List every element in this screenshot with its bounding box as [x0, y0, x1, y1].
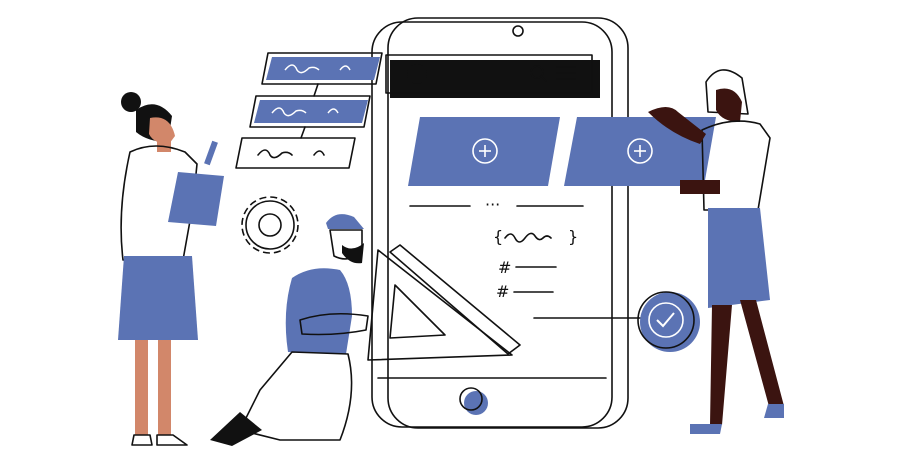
add-card-1[interactable] — [408, 117, 560, 186]
plus-icon — [472, 138, 498, 164]
hash-2: # — [496, 282, 509, 301]
code-brace-close: } — [568, 227, 578, 246]
home-button-icon[interactable] — [459, 387, 488, 415]
check-icon — [637, 291, 700, 352]
avatar-dot — [407, 64, 427, 84]
person-woman-clipboard — [118, 92, 224, 446]
person-man-kneeling — [210, 214, 369, 446]
plus-icon — [627, 138, 653, 164]
code-squiggle — [504, 232, 552, 243]
code-brace-open: { — [493, 227, 503, 246]
phone — [371, 17, 629, 429]
camera-icon — [512, 25, 524, 37]
menu-icon[interactable] — [556, 66, 576, 80]
hash-1: # — [498, 258, 511, 277]
search-icon[interactable] — [530, 65, 547, 82]
gear-icon — [241, 196, 299, 254]
search-bar[interactable] — [385, 54, 600, 98]
person-woman-holding-card — [648, 69, 784, 434]
floating-card-3 — [235, 137, 356, 169]
clipboard — [168, 172, 224, 226]
floating-card-2 — [249, 95, 371, 128]
set-square — [367, 244, 521, 361]
menu-dots: ··· — [485, 195, 500, 214]
floating-card-1 — [261, 52, 383, 85]
